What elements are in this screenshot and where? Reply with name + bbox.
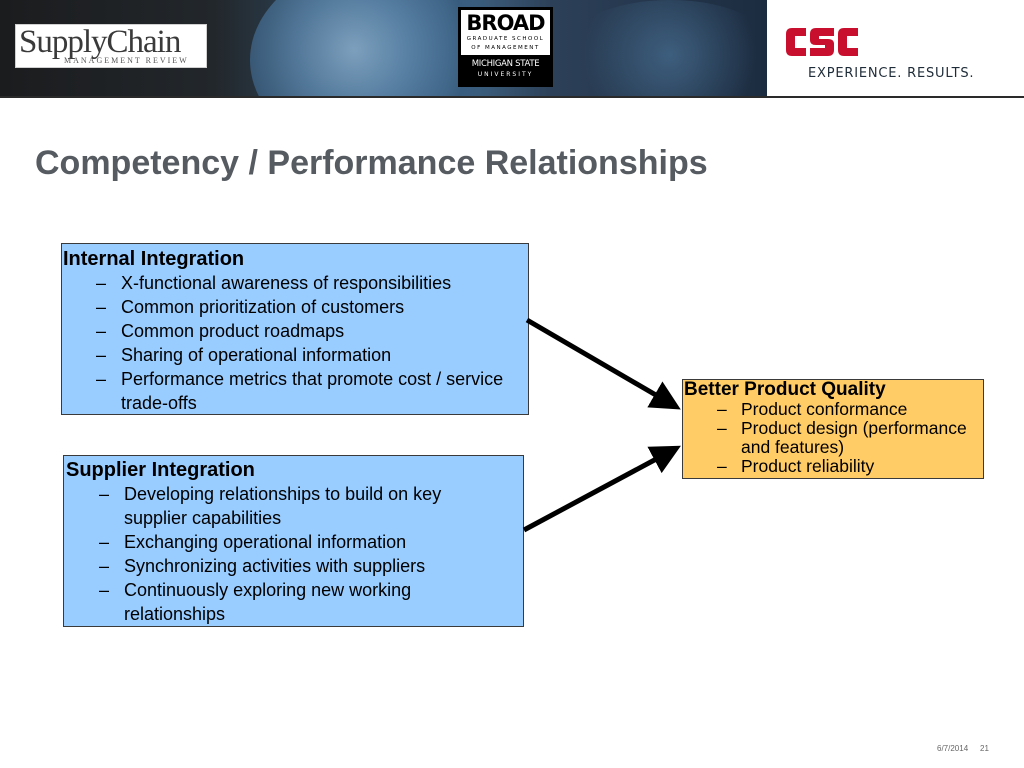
bullet-dash: – (96, 321, 107, 341)
supplychain-logo-sub: MANAGEMENT REVIEW (64, 56, 189, 65)
better-product-quality-list: –Product conformance –Product design (pe… (717, 399, 991, 476)
list-item: –Sharing of operational information (96, 343, 521, 367)
bullet-dash: – (99, 532, 110, 552)
bullet-dash: – (96, 297, 107, 317)
page-title: Competency / Performance Relationships (35, 144, 708, 182)
list-item-text: Exchanging operational information (124, 532, 407, 552)
broad-logo-top: BROAD GRADUATE SCHOOL OF MANAGEMENT (461, 10, 550, 55)
header-banner: SupplyChain MANAGEMENT REVIEW BROAD GRAD… (0, 0, 1024, 98)
bullet-dash: – (99, 484, 110, 504)
supplier-integration-box: Supplier Integration –Developing relatio… (63, 455, 524, 627)
better-product-quality-box: Better Product Quality –Product conforma… (682, 379, 984, 479)
list-item: –X-functional awareness of responsibilit… (96, 271, 521, 295)
broad-logo-line1: GRADUATE SCHOOL (466, 36, 545, 42)
banner-white-panel (767, 0, 1024, 98)
arrow-supplier-to-outcome (522, 445, 681, 533)
list-item-text: Performance metrics that promote cost / … (121, 369, 504, 413)
arrow-internal-to-outcome (525, 317, 681, 410)
supplychain-logo-main: SupplyChain (19, 24, 181, 60)
bullet-dash: – (717, 399, 727, 419)
better-product-quality-title: Better Product Quality (684, 379, 886, 400)
msu-logo: MICHIGAN STATE UNIVERSITY (461, 57, 550, 84)
list-item-text: Continuously exploring new working relat… (124, 580, 412, 624)
bullet-dash: – (717, 456, 727, 476)
list-item-text: Common product roadmaps (121, 321, 345, 341)
list-item-text: Synchronizing activities with suppliers (124, 556, 426, 576)
list-item-text: Common prioritization of customers (121, 297, 405, 317)
list-item: –Product conformance (717, 399, 991, 419)
list-item: –Product reliability (717, 456, 991, 476)
bullet-dash: – (96, 369, 107, 389)
list-item-text: Sharing of operational information (121, 345, 392, 365)
bullet-dash: – (96, 345, 107, 365)
bullet-dash: – (717, 418, 727, 438)
list-item-text: Product reliability (741, 456, 875, 476)
banner-divider (0, 96, 1024, 98)
msu-logo-line1: MICHIGAN STATE (471, 59, 540, 69)
page-number: 21 (980, 744, 989, 753)
supplier-integration-title: Supplier Integration (66, 459, 255, 481)
broad-school-logo: BROAD GRADUATE SCHOOL OF MANAGEMENT MICH… (458, 7, 553, 87)
list-item: –Performance metrics that promote cost /… (96, 367, 521, 415)
globe-image-secondary (560, 0, 767, 98)
supplychain-logo: SupplyChain MANAGEMENT REVIEW (15, 24, 207, 68)
bullet-dash: – (96, 273, 107, 293)
csc-tagline: EXPERIENCE. RESULTS. (808, 66, 975, 81)
list-item-text: Product design (performance and features… (741, 418, 967, 457)
msu-logo-line2: UNIVERSITY (477, 71, 534, 78)
bullet-dash: – (99, 556, 110, 576)
list-item: –Common product roadmaps (96, 319, 521, 343)
internal-integration-box: Internal Integration –X-functional aware… (61, 243, 529, 415)
list-item: –Synchronizing activities with suppliers (99, 554, 504, 578)
broad-logo-word: BROAD (466, 11, 545, 35)
internal-integration-title: Internal Integration (63, 248, 245, 270)
list-item: –Developing relationships to build on ke… (99, 482, 504, 530)
list-item: –Exchanging operational information (99, 530, 504, 554)
footer-date: 6/7/2014 (937, 744, 969, 753)
csc-logo-icon (786, 28, 858, 56)
list-item: –Product design (performance and feature… (717, 418, 991, 457)
broad-logo-line2: OF MANAGEMENT (471, 45, 540, 51)
bullet-dash: – (99, 580, 110, 600)
internal-integration-list: –X-functional awareness of responsibilit… (96, 271, 521, 415)
list-item-text: X-functional awareness of responsibiliti… (121, 273, 452, 293)
supplier-integration-list: –Developing relationships to build on ke… (99, 482, 504, 626)
list-item-text: Product conformance (741, 399, 908, 419)
list-item: –Common prioritization of customers (96, 295, 521, 319)
list-item: –Continuously exploring new working rela… (99, 578, 504, 626)
list-item-text: Developing relationships to build on key… (124, 484, 442, 528)
